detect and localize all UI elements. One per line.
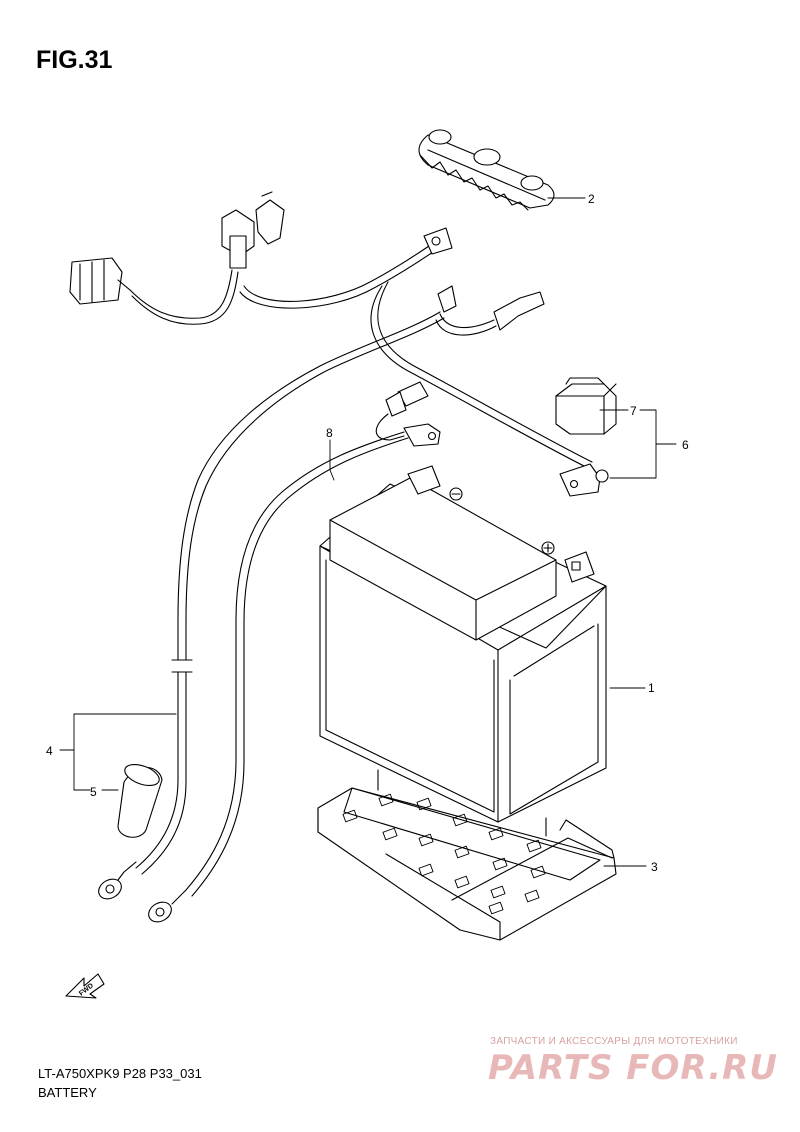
lead-wire-drawing: [148, 381, 441, 923]
figure-title: FIG.31: [36, 46, 113, 74]
callout-1: 1: [648, 681, 655, 695]
leader-lines: [59, 197, 677, 867]
callout-8: 8: [326, 426, 333, 440]
fuse-cap-drawing: [555, 377, 617, 435]
callout-5: 5: [90, 785, 97, 799]
fwd-arrow-icon: FWD: [65, 973, 105, 999]
watermark-logo: PARTS FOR.RU: [488, 1048, 778, 1088]
model-code: LT-A750XPK9 P28 P33_031: [38, 1066, 202, 1081]
watermark-subtitle: ЗАПЧАСТИ И АКСЕССУАРЫ ДЛЯ МОТОТЕХНИКИ: [490, 1036, 738, 1047]
minus-lead-drawing: [98, 659, 193, 900]
callout-6: 6: [682, 438, 689, 452]
callout-7: 7: [630, 404, 637, 418]
callout-4: 4: [46, 744, 53, 758]
callout-3: 3: [651, 860, 658, 874]
battery-drawing: [319, 465, 607, 823]
terminal-cover-drawing: [418, 129, 555, 211]
wire-harness-drawing: [69, 191, 609, 661]
callout-2: 2: [588, 192, 595, 206]
section-name: BATTERY: [38, 1085, 97, 1100]
battery-tray-drawing: [317, 769, 617, 941]
